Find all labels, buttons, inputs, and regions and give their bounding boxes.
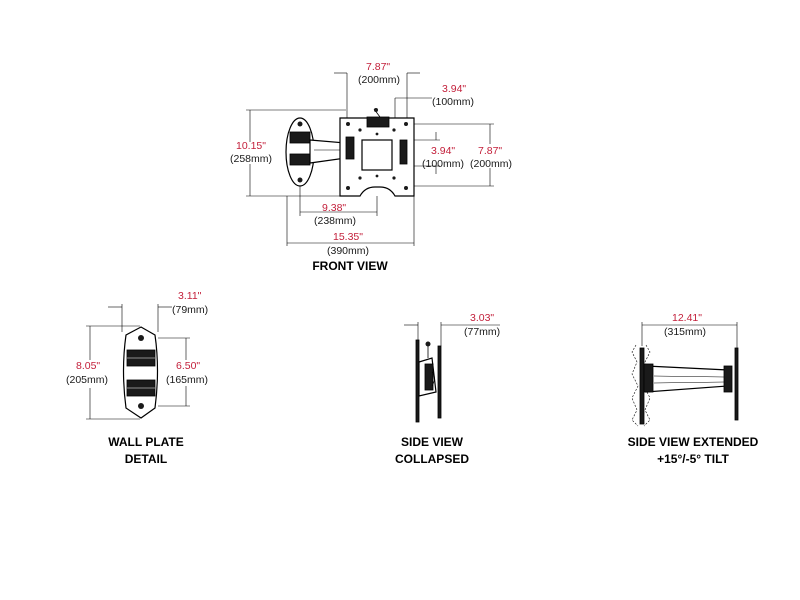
front-right-height-mm: (200mm): [470, 158, 513, 170]
front-left-height-inch: 10.15": [236, 140, 267, 152]
wall-plate-title-line1: WALL PLATE: [108, 435, 184, 449]
wall-plate-hole-span-inch: 6.50": [176, 360, 201, 372]
front-total-width-mm: (390mm): [327, 245, 370, 257]
front-top-small-inch: 3.94": [442, 83, 467, 95]
side-collapsed-depth-inch: 3.03": [470, 312, 495, 324]
front-right-height-inch: 7.87": [478, 145, 503, 157]
side-extended-dimension-lines: [641, 322, 738, 348]
front-left-height-mm: (258mm): [230, 153, 273, 165]
front-mid-width-inch: 9.38": [322, 202, 347, 214]
front-top-width-mm: (200mm): [358, 74, 401, 86]
side-extended-title-line1: SIDE VIEW EXTENDED: [627, 435, 759, 449]
wall-plate-drawing: [122, 326, 159, 419]
side-extended-drawing: [631, 344, 739, 427]
wall-plate-height-inch: 8.05": [76, 360, 101, 372]
side-collapsed-dimension-lines: [404, 322, 500, 346]
side-collapsed-vesa-plate: [437, 345, 442, 419]
wall-plate-hole-span-mm: (165mm): [166, 374, 209, 386]
front-inner-height-inch: 3.94": [431, 145, 456, 157]
wall-plate-width-inch: 3.11": [178, 290, 202, 302]
front-inner-height-mm: (100mm): [422, 158, 465, 170]
side-extended-extension-inch: 12.41": [672, 312, 703, 324]
side-collapsed-depth-mm: (77mm): [464, 326, 501, 338]
wall-plate-width-mm: (79mm): [172, 304, 209, 316]
side-extended-arm: [645, 365, 729, 393]
front-total-width-inch: 15.35": [333, 231, 364, 243]
front-center-bracket: [361, 139, 393, 171]
front-top-width-inch: 7.87": [366, 61, 391, 73]
front-wall-plate-slot-top: [289, 131, 311, 144]
wall-plate-dimension-lines: [86, 304, 190, 420]
front-view-title: FRONT VIEW: [312, 259, 388, 273]
side-extended-title-line2: +15°/-5° TILT: [657, 452, 729, 466]
front-tilt-knob: [366, 116, 390, 128]
wall-plate-title-line2: DETAIL: [124, 452, 168, 466]
front-view-drawing: [285, 108, 415, 197]
side-extended-extension-mm: (315mm): [664, 326, 707, 338]
front-mid-width-mm: (238mm): [314, 215, 357, 227]
front-view-dimension-lines: [246, 72, 494, 246]
side-collapsed-title-line1: SIDE VIEW: [400, 435, 463, 449]
side-collapsed-title-line2: COLLAPSED: [394, 452, 469, 466]
side-extended-wall-plate: [639, 347, 645, 425]
front-top-small-mm: (100mm): [432, 96, 475, 108]
wall-plate-height-mm: (205mm): [66, 374, 109, 386]
side-collapsed-drawing: [415, 339, 442, 423]
front-wall-plate-slot-bottom: [289, 153, 311, 166]
side-extended-vesa-plate: [734, 347, 739, 421]
